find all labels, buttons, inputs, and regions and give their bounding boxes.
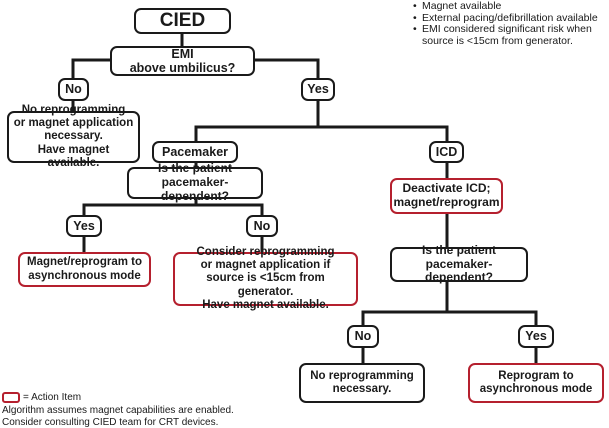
footnotes: Algorithm assumes magnet capabilities ar… [2,405,234,428]
footnote-line: Consider consulting CIED team for CRT de… [2,416,219,428]
footnote-line: Algorithm assumes magnet capabilities ar… [2,405,234,416]
node-pm-yes: Yes [66,215,102,237]
node-deactivate-icd: Deactivate ICD; magnet/reprogram [390,178,503,214]
node-icd-no: No [347,325,379,348]
node-pm-no: No [246,215,278,237]
node-icd: ICD [429,141,464,163]
node-no-reprogramming: No reprogramming necessary. [299,363,425,403]
legend-label: = Action Item [23,392,82,403]
node-pacemaker: Pacemaker [152,141,238,163]
legend: = Action Item [2,392,81,403]
connector-emi-yes [253,58,320,80]
node-icd-question: Is the patient pacemaker-dependent? [390,243,528,284]
node-emi-yes: Yes [301,78,335,101]
connector-emi-no [71,58,112,80]
node-magnet-async: Magnet/reprogram to asynchronous mode [18,252,151,287]
node-emi-no: No [58,78,89,101]
node-pm-question: Is the patient pacemaker-dependent? [127,161,263,203]
note-item: Magnet available [413,0,609,13]
node-no-action-needed: No reprogramming or magnet application n… [7,104,140,169]
action-item-swatch [2,392,20,403]
note-item: External pacing/defibrillation available [413,12,609,25]
node-consider-reprogramming: Consider reprogramming or magnet applica… [173,246,358,311]
node-cied: CIED [134,8,231,34]
node-icd-yes: Yes [518,325,554,348]
assumption-notes: Magnet available External pacing/defibri… [413,0,609,47]
node-reprogram-async: Reprogram to asynchronous mode [468,363,604,403]
node-emi-question: EMI above umbilicus? [110,46,255,76]
note-item: EMI considered significant risk when sou… [413,23,609,47]
